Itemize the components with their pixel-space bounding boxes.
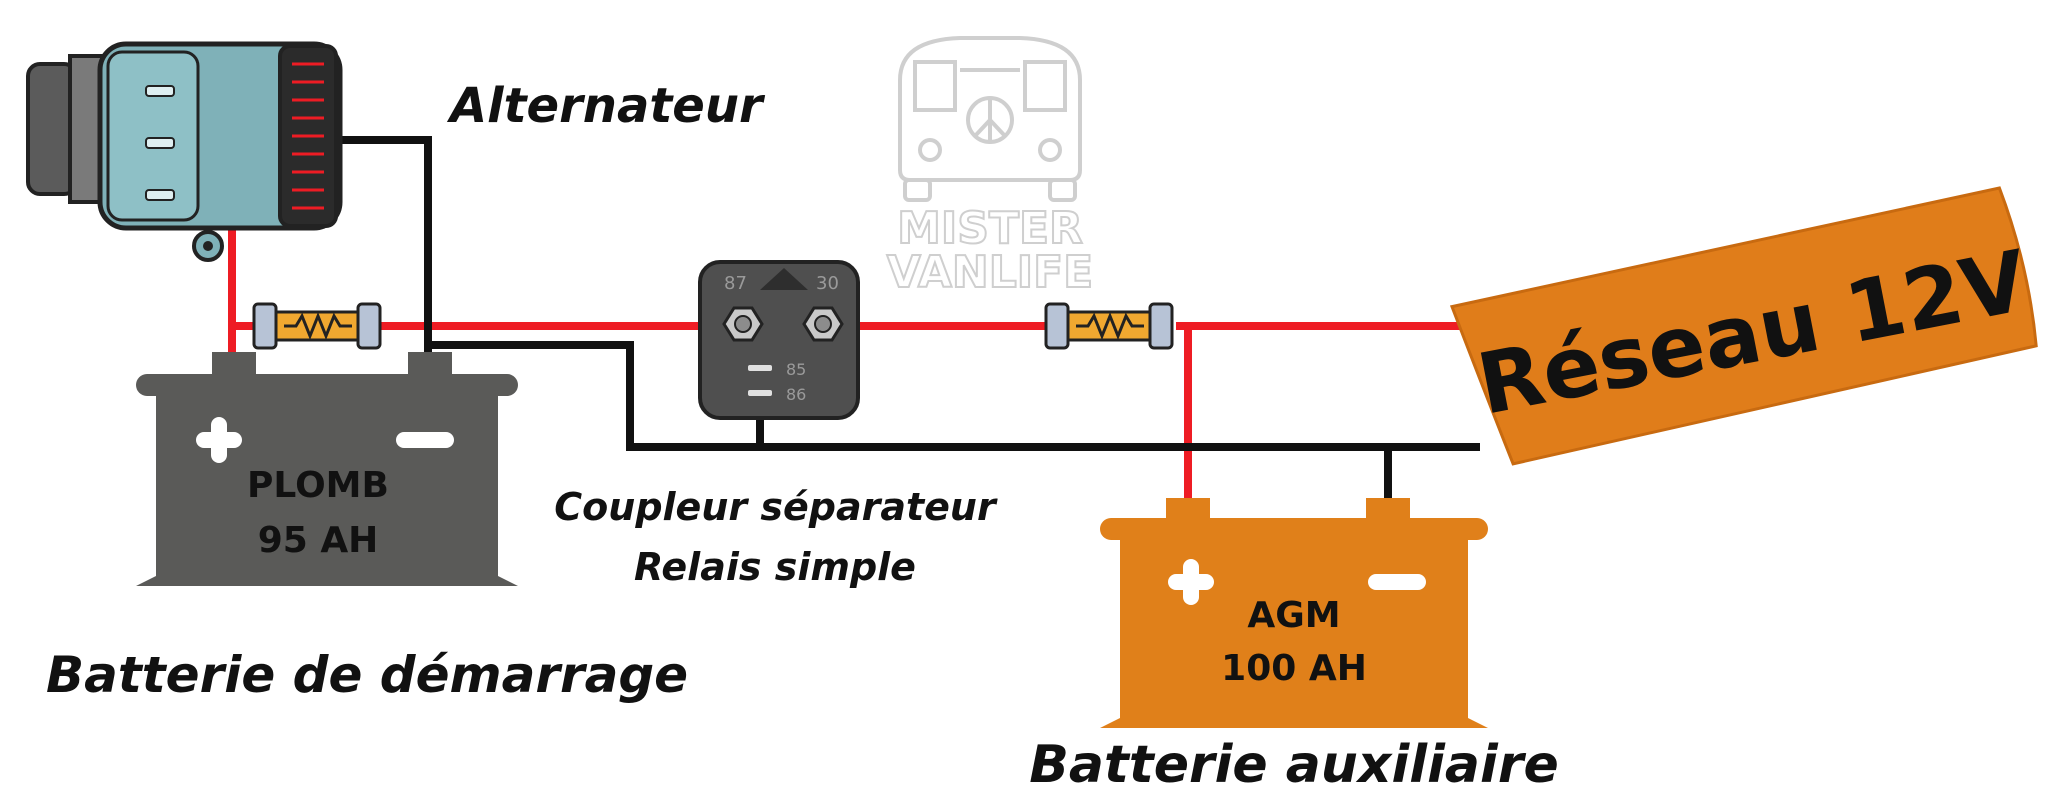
fuse-icon — [252, 302, 382, 350]
watermark-line1: MISTER — [897, 203, 1083, 254]
aux-battery-capacity: 100 AH — [1221, 648, 1367, 689]
coupler-label-line2: Relais simple — [634, 545, 916, 589]
fuse-icon — [1044, 302, 1174, 350]
aux-battery-type: AGM — [1247, 595, 1340, 636]
starter-battery-label: Batterie de démarrage — [46, 646, 688, 704]
starter-battery: PLOMB 95 AH — [136, 352, 518, 586]
negative-wires — [334, 136, 1480, 502]
aux-battery-label: Batterie auxiliaire — [1029, 735, 1559, 792]
network-banner: Réseau 12V — [1449, 186, 2038, 466]
van-watermark-icon — [898, 36, 1082, 202]
aux-battery: AGM 100 AH — [1100, 498, 1488, 728]
positive-wires — [228, 224, 1464, 506]
plus-sign-icon — [196, 417, 242, 463]
starter-battery-capacity: 95 AH — [258, 520, 379, 561]
relay-pin-86: 86 — [786, 385, 806, 404]
minus-sign-icon — [396, 432, 454, 448]
alternator-label: Alternateur — [446, 78, 766, 134]
coupler-label-line1: Coupleur séparateur — [554, 485, 998, 529]
relay-pin-85: 85 — [786, 360, 806, 379]
relay-icon: 87 30 85 86 — [698, 260, 860, 420]
plus-sign-icon — [1168, 559, 1214, 605]
watermark-line2: VANLIFE — [887, 247, 1093, 298]
relay-pin-30: 30 — [816, 273, 839, 294]
minus-sign-icon — [1368, 574, 1426, 590]
relay-pin-87: 87 — [724, 273, 747, 294]
starter-battery-type: PLOMB — [247, 465, 389, 506]
alternator-icon — [26, 41, 343, 262]
